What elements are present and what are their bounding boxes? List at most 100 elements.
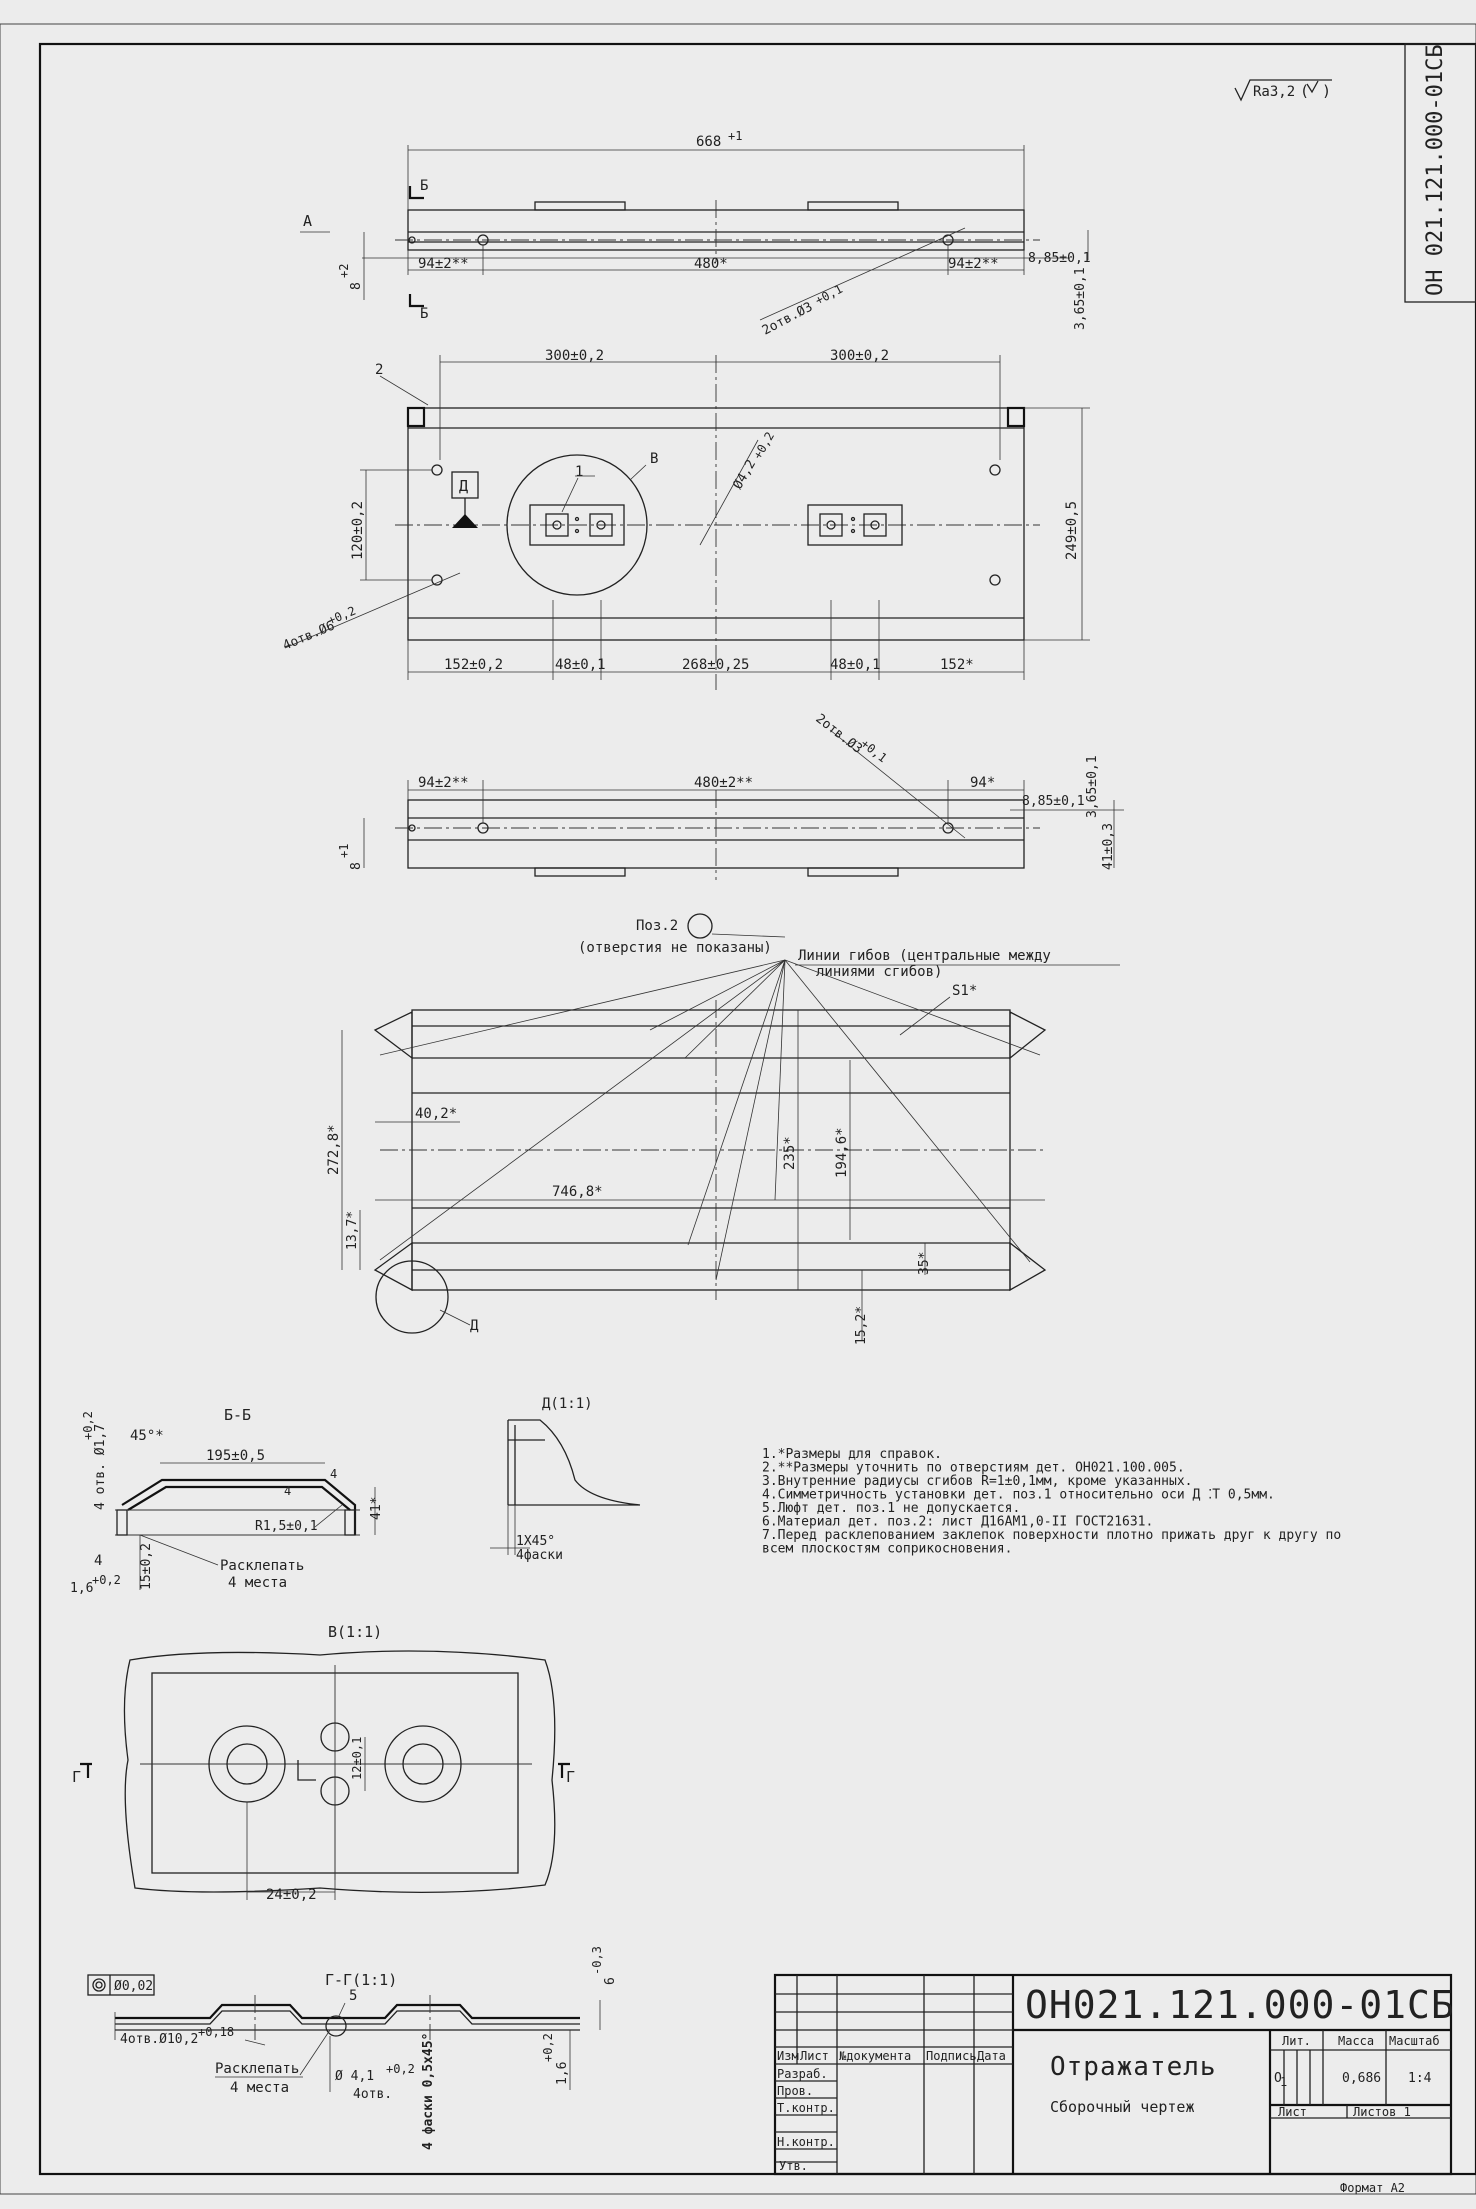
svg-text:В(1:1): В(1:1) — [328, 1623, 382, 1641]
svg-text:S1*: S1* — [952, 983, 977, 999]
svg-text:6: 6 — [603, 1977, 618, 1985]
roughness-text: Ra3,2 — [1253, 84, 1295, 100]
svg-text:480*: 480* — [694, 256, 728, 272]
view-v: В(1:1) 12±0,1 Г Г 24±0,2 — [72, 1623, 575, 1903]
svg-text:Д: Д — [470, 1318, 479, 1334]
title-block: ОН021.121.000-01СБ Отражатель Сборочный … — [773, 1973, 1455, 2195]
svg-text:12±0,1: 12±0,1 — [350, 1737, 364, 1780]
svg-text:152*: 152* — [940, 657, 974, 673]
svg-text:41±0,3: 41±0,3 — [1101, 823, 1116, 870]
note-line: 7.Перед расклепованием заклепок поверхно… — [762, 1528, 1341, 1543]
svg-text:Н.контр.: Н.контр. — [777, 2135, 835, 2149]
svg-text:R1,5±0,1: R1,5±0,1 — [255, 1519, 318, 1534]
svg-text:Пров.: Пров. — [777, 2084, 813, 2098]
svg-text:Ø 4,1: Ø 4,1 — [335, 2069, 374, 2084]
side-designation-box: ОН 021.121.000-01СБ — [1404, 43, 1476, 303]
section-gg: Ø0,02 Г-Г(1:1) 4отв.Ø10,2 +0,18 Расклепа… — [87, 1946, 618, 2150]
svg-text:+2: +2 — [337, 264, 351, 278]
svg-text:+0,2: +0,2 — [750, 429, 777, 461]
svg-text:120±0,2: 120±0,2 — [350, 501, 366, 560]
svg-text:268±0,25: 268±0,25 — [682, 657, 749, 673]
svg-text:Подпись: Подпись — [926, 2049, 977, 2063]
svg-text:152±0,2: 152±0,2 — [444, 657, 503, 673]
top-view: 668 +1 Б Б А 94±2** 480* 94±2** 8,85±0,1… — [300, 129, 1091, 339]
svg-text:8: 8 — [349, 282, 364, 290]
svg-text:1,6: 1,6 — [70, 1581, 93, 1596]
bottom-view: 94±2** 480±2** 94* 8,85±0,1 3,65±0,1 41±… — [337, 711, 1124, 880]
plan-view: Д 2 1 В Ø4,2 +0,2 300±0,2 300±0,2 120±0,… — [281, 348, 1090, 690]
svg-text:94±2**: 94±2** — [418, 256, 469, 272]
blank-view: Поз.2 (отверстия не показаны) Линии гибо… — [326, 913, 1120, 1345]
note-line: 2.**Размеры уточнить по отверстиям дет. … — [762, 1461, 1185, 1476]
datum-d-label: Д — [459, 477, 468, 495]
svg-text:-0,3: -0,3 — [590, 1946, 604, 1975]
roughness-mark: Ra3,2 () — [1234, 79, 1332, 102]
svg-text:Поз.2: Поз.2 — [636, 918, 678, 934]
svg-text:235*: 235* — [782, 1136, 798, 1170]
svg-text:4 места: 4 места — [228, 1575, 287, 1591]
svg-text:2отв.Ø3: 2отв.Ø3 — [813, 711, 865, 757]
svg-text:Ø0,02: Ø0,02 — [114, 1979, 153, 1994]
svg-text:Т.контр.: Т.контр. — [777, 2101, 835, 2115]
side-designation: ОН 021.121.000-01СБ — [1423, 44, 1448, 296]
svg-text:194,6*: 194,6* — [834, 1127, 850, 1178]
svg-text:Б-Б: Б-Б — [224, 1406, 251, 1424]
svg-text:+1: +1 — [728, 129, 742, 143]
svg-text:Б: Б — [420, 306, 428, 322]
svg-text:Г: Г — [72, 1768, 81, 1786]
svg-text:+0,1: +0,1 — [858, 736, 889, 765]
svg-text:35*: 35* — [917, 1252, 932, 1275]
svg-text:№документа: №документа — [839, 2049, 911, 2063]
technical-notes: 1.*Размеры для справок.2.**Размеры уточн… — [762, 1447, 1341, 1557]
svg-text:13,7*: 13,7* — [345, 1211, 360, 1250]
svg-text:Расклепать: Расклепать — [220, 1558, 304, 1574]
svg-text:Ø4,2: Ø4,2 — [730, 457, 759, 492]
svg-text:Изм: Изм — [777, 2049, 799, 2063]
note-line: 6.Материал дет. поз.2: лист Д16АМ1,0-II … — [762, 1515, 1153, 1530]
svg-text:0,686: 0,686 — [1342, 2071, 1381, 2086]
svg-text:2: 2 — [375, 362, 383, 378]
svg-text:Линии гибов (центральные между: Линии гибов (центральные между — [798, 948, 1051, 964]
title-designation: ОН021.121.000-01СБ — [1025, 1983, 1455, 2027]
svg-text:45°*: 45°* — [130, 1428, 164, 1444]
svg-text:4фаски: 4фаски — [516, 1548, 563, 1563]
svg-text:15,2*: 15,2* — [854, 1306, 869, 1345]
svg-text:Г: Г — [566, 1768, 575, 1786]
drawing-frame — [38, 42, 1476, 2176]
svg-text:+0,1: +0,1 — [813, 282, 845, 308]
svg-text:Разраб.: Разраб. — [777, 2067, 828, 2081]
sheet-trim — [0, 23, 1476, 2195]
svg-text:41*: 41* — [369, 1497, 384, 1520]
svg-text:300±0,2: 300±0,2 — [545, 348, 604, 364]
top-overall-dim: 668 — [696, 134, 721, 150]
note-line: 1.*Размеры для справок. — [762, 1447, 942, 1462]
svg-text:4: 4 — [94, 1553, 102, 1569]
svg-text:40,2*: 40,2* — [415, 1106, 457, 1122]
svg-text:8: 8 — [349, 862, 364, 870]
svg-text:4отв.Ø10,2: 4отв.Ø10,2 — [120, 2032, 198, 2047]
svg-text:4 места: 4 места — [230, 2080, 289, 2096]
note-line: 4.Симметричность установки дет. поз.1 от… — [762, 1488, 1275, 1503]
detail-b-circle — [506, 454, 648, 596]
svg-text:480±2**: 480±2** — [694, 775, 753, 791]
svg-text:Г-Г(1:1): Г-Г(1:1) — [325, 1971, 397, 1989]
svg-text:(: ( — [1300, 82, 1309, 100]
note-line: 5.Люфт дет. поз.1 не допускается. — [762, 1501, 1020, 1516]
svg-text:15±0,2: 15±0,2 — [139, 1543, 154, 1590]
svg-text:48±0,1: 48±0,1 — [555, 657, 606, 673]
top-holes-note: 2отв.Ø3 — [760, 300, 815, 339]
svg-text:195±0,5: 195±0,5 — [206, 1448, 265, 1464]
svg-text:3,65±0,1: 3,65±0,1 — [1073, 267, 1088, 330]
detail-d: Д(1:1) 1Х45° 4фаски — [490, 1396, 641, 1563]
svg-text:24±0,2: 24±0,2 — [266, 1887, 317, 1903]
svg-text:746,8*: 746,8* — [552, 1184, 603, 1200]
svg-text:1Х45°: 1Х45° — [516, 1534, 555, 1549]
svg-text:8,85±0,1: 8,85±0,1 — [1022, 794, 1085, 809]
svg-text:Лит.: Лит. — [1282, 2034, 1311, 2048]
svg-text:48±0,1: 48±0,1 — [830, 657, 881, 673]
svg-text:4 фаски 0,5х45°: 4 фаски 0,5х45° — [421, 2033, 436, 2150]
view-a-mark: А — [303, 212, 312, 230]
svg-text:4: 4 — [330, 1467, 337, 1481]
section-bb: Б-Б 45°* 195±0,5 4 отв. Ø1,7 +0,2 R1,5±0… — [70, 1406, 384, 1596]
